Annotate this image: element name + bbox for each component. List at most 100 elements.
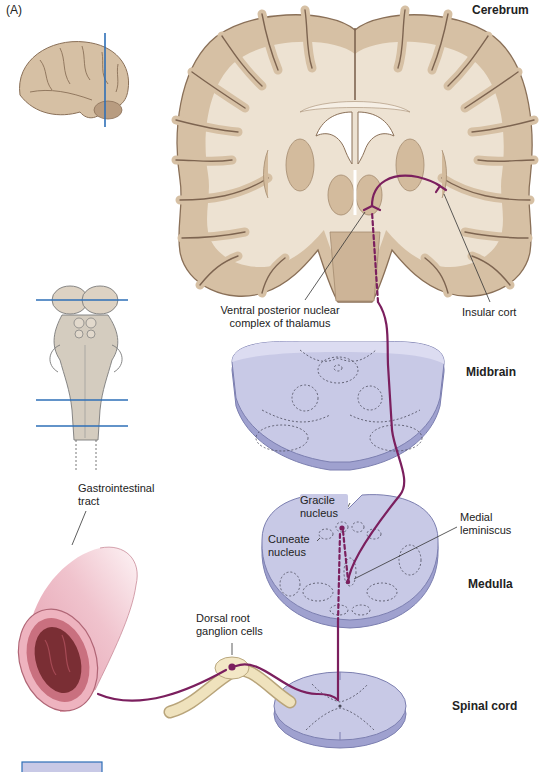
midbrain-section-part-part <box>334 365 342 371</box>
spinal-cord-section-part <box>340 672 341 680</box>
midbrain-section-part-part <box>318 357 358 383</box>
medulla-section-part-part <box>303 583 333 601</box>
spinal-cord-section <box>274 672 406 748</box>
pathway-line-part <box>338 533 340 622</box>
structure-label: Insular cort <box>462 306 534 319</box>
gi-tract-drawing-part <box>6 599 110 721</box>
brainstem-icon-part-part <box>36 299 128 301</box>
medulla-section-part-part <box>336 522 348 532</box>
cerebrum-section <box>176 10 534 302</box>
midbrain-section-part <box>232 342 444 364</box>
cerebrum-section-part <box>354 28 356 100</box>
pathway-line-part <box>228 663 235 670</box>
gi-tract-drawing-part <box>45 635 70 675</box>
cerebrum-section-part <box>300 102 410 113</box>
medulla-section-part-part <box>352 605 370 615</box>
gi-tract-drawing-part <box>27 621 90 699</box>
brain-icon-part-part <box>30 90 92 100</box>
midbrain-section-part-part <box>350 410 420 422</box>
brainstem-icon-part <box>75 330 83 338</box>
spinal-cord-section-part <box>338 704 341 707</box>
midbrain-section-part <box>256 350 422 451</box>
cerebrum-section-part <box>264 139 315 198</box>
region-label: Midbrain <box>466 366 534 379</box>
gi-tract-drawing-part <box>16 610 100 710</box>
midbrain-section-part-part <box>358 386 382 410</box>
pathway-line-part <box>372 212 378 302</box>
pathway-line-part <box>372 176 440 206</box>
panel-letter: (A) <box>6 4 36 17</box>
spinal-cord-section-part-part <box>306 708 374 730</box>
structure-label: Cuneate nucleus <box>268 533 318 559</box>
midbrain-section-part <box>232 342 444 462</box>
cerebrum-section-part <box>396 139 447 198</box>
brainstem-icon <box>36 286 128 472</box>
pathway-line-part <box>348 302 404 582</box>
cerebrum-section-part <box>330 232 380 301</box>
spinal-cord-section-part <box>306 684 374 730</box>
brainstem-icon-part <box>54 315 118 440</box>
brainstem-icon-part <box>74 318 84 328</box>
medulla-section-part-part <box>352 522 364 532</box>
cerebrum-section-part <box>356 175 382 215</box>
brainstem-icon-part <box>36 300 128 426</box>
leader-lines-part <box>232 643 233 655</box>
medulla-section-part-part <box>280 572 300 596</box>
spinal-cord-section-part <box>340 732 341 740</box>
pathway-line-part <box>364 206 380 210</box>
leader-lines-part <box>317 538 320 541</box>
leader-lines-part <box>72 511 86 545</box>
brainstem-icon-part-part <box>36 425 128 427</box>
structure-label: Dorsal root ganglion cells <box>196 612 288 638</box>
brainstem-icon-part <box>87 330 95 338</box>
structure-label: Ventral posterior nuclear complex of tha… <box>205 304 355 330</box>
pathway-line-part <box>98 670 226 701</box>
dorsal-root-drawing <box>170 657 290 712</box>
medulla-section-part-part <box>367 583 397 601</box>
pathway-line-part <box>339 525 344 530</box>
pathway-line-part <box>343 531 348 580</box>
midbrain-section-part-part <box>262 410 330 422</box>
medulla-section-part-part <box>319 529 333 539</box>
next-panel-edge <box>22 762 102 772</box>
midbrain-section-part-part <box>300 350 376 361</box>
structure-label: Gracile nucleus <box>300 494 348 520</box>
dorsal-root-drawing-part <box>215 657 249 679</box>
brain-icon-part-part <box>116 64 118 92</box>
leader-lines-part <box>444 194 490 302</box>
medulla-section-part <box>262 495 438 620</box>
gi-tract-drawing <box>6 547 137 721</box>
brainstem-icon-part <box>86 318 96 328</box>
brain-icon-part-part <box>60 48 70 84</box>
gi-tract-drawing-part <box>95 547 137 690</box>
pathway-line-part <box>436 186 446 192</box>
brainstem-icon-part <box>76 440 96 472</box>
brainstem-icon-part <box>85 345 86 438</box>
pathway-line-part <box>346 580 350 584</box>
midbrain-section-part-part <box>292 385 318 411</box>
brainstem-icon-part <box>50 345 122 372</box>
pathway-line-part <box>236 664 338 700</box>
brainstem-icon-part-part <box>96 440 97 472</box>
brain-icon-part <box>104 33 106 127</box>
midbrain-section <box>232 342 444 470</box>
structure-label: Medial leminiscus <box>460 511 532 537</box>
region-label: Medulla <box>468 578 534 591</box>
region-label: Cerebrum <box>472 4 534 17</box>
leader-lines <box>72 194 490 655</box>
structure-label: Gastrointestinal tract <box>78 482 170 508</box>
region-label: Spinal cord <box>452 700 532 713</box>
medulla-section-part-part <box>399 545 421 575</box>
brainstem-icon-part-part <box>76 440 77 472</box>
cerebrum-section-part <box>354 170 357 215</box>
pathway-line-part <box>337 622 339 700</box>
brain-icon <box>20 33 129 127</box>
leader-lines-part <box>305 212 365 300</box>
brain-icon-part-part <box>82 46 90 80</box>
brainstem-icon-part-part <box>36 399 128 401</box>
cerebrum-section-part <box>358 112 394 164</box>
cerebrum-section-part <box>328 175 354 215</box>
